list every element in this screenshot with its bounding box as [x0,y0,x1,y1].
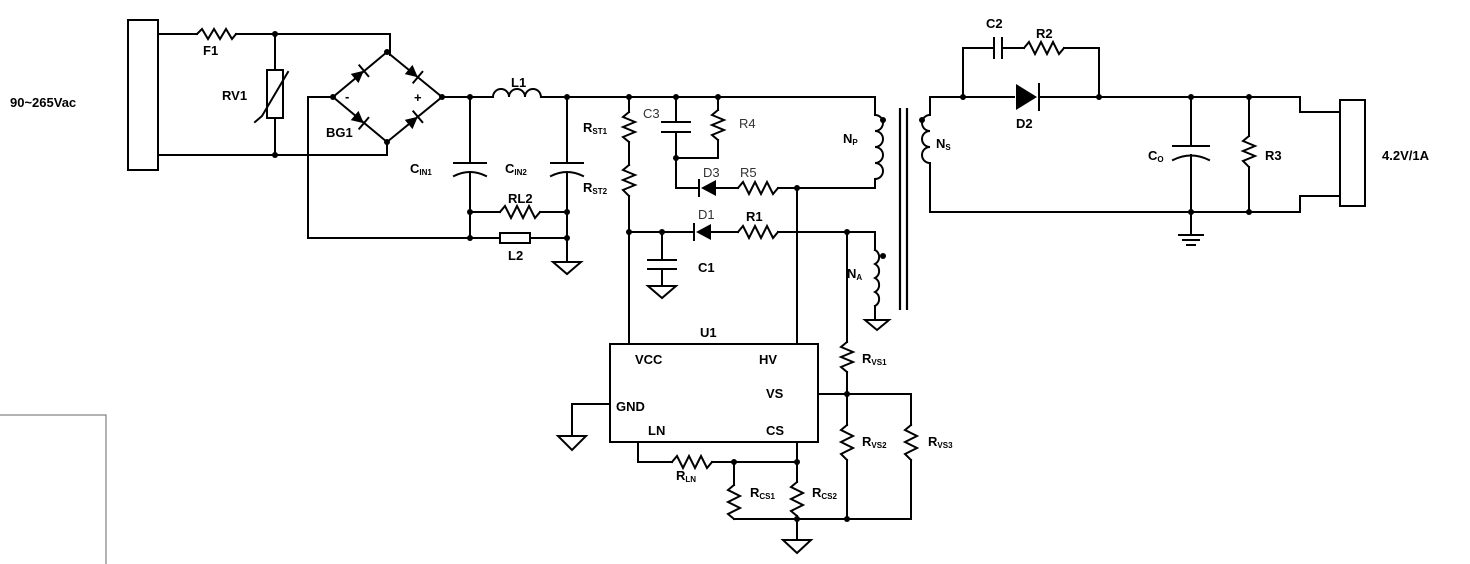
frame-fragment [0,414,107,564]
diode-d2 [960,83,1301,111]
ns-label: NS [936,136,951,152]
capacitor-cin2 [549,94,585,259]
ground-symbol-input [550,257,584,276]
np-label: NP [843,131,858,147]
c3-label: C3 [643,106,660,121]
input-voltage-label: 90~265Vac [10,95,76,110]
output-rating-label: 4.2V/1A [1382,148,1430,163]
c2-label: C2 [986,16,1003,31]
resistor-r4 [675,94,727,159]
ic-ground-connection [555,403,611,452]
cin2-label: CIN2 [505,161,527,177]
resistor-r2 [1022,39,1100,98]
fuse-f1 [195,27,391,56]
capacitor-c3 [661,94,691,189]
rcs1-label: RCS1 [750,485,776,501]
r1-label: R1 [746,209,763,224]
capacitor-c2 [962,37,1025,98]
f1-label: F1 [203,43,218,58]
r2-label: R2 [1036,26,1053,41]
pin-vs-label: VS [766,386,784,401]
rln-label: RLN [676,468,696,484]
resistor-rvs2 [838,423,856,520]
resistor-r1 [736,223,876,241]
pin-ln-label: LN [648,423,665,438]
pin-gnd-label: GND [616,399,645,414]
ground-symbol-sense [780,539,814,555]
pin-hv-label: HV [759,352,777,367]
inductor-l1 [491,88,876,99]
ground-symbol-output [1178,234,1204,246]
resistor-r5 [736,179,876,343]
transformer [862,96,932,332]
capacitor-c1 [645,229,679,300]
varistor-rv1 [253,31,290,158]
l2-label: L2 [508,248,523,263]
capacitor-co [1171,94,1211,236]
resistor-rvs1 [838,231,856,426]
rvs3-label: RVS3 [928,434,953,450]
dc-output-connector [1299,96,1366,213]
rvs1-label: RVS1 [862,351,887,367]
ac-input-connector [127,19,386,171]
rvs2-label: RVS2 [862,434,887,450]
resistor-r3 [1240,94,1258,215]
bridge-plus-label: + [414,90,422,105]
u1-label: U1 [700,325,717,340]
cin1-label: CIN1 [410,161,432,177]
rst2-label: RST2 [583,180,608,196]
resistor-rst1 [620,94,638,144]
resistor-rcs2 [788,461,806,541]
d3-label: D3 [703,165,720,180]
diode-d1 [628,223,739,241]
rv1-label: RV1 [222,88,247,103]
l1-label: L1 [511,75,526,90]
rst1-label: RST1 [583,120,608,136]
inductor-l2 [499,232,568,244]
r4-label: R4 [739,116,756,131]
co-label: CO [1148,148,1164,164]
resistor-rst2 [620,141,638,343]
d2-label: D2 [1016,116,1033,131]
resistor-rvs3 [902,393,920,520]
pin-cs-label: CS [766,423,784,438]
resistor-rl2 [469,203,568,221]
resistor-rcs1 [725,461,743,521]
bridge-minus-label: - [345,89,349,104]
r5-label: R5 [740,165,757,180]
capacitor-cin1 [452,94,488,241]
pin-vcc-label: VCC [635,352,663,367]
r3-label: R3 [1265,148,1282,163]
d1-label: D1 [698,207,715,222]
resistor-rln [637,441,800,471]
bg1-label: BG1 [326,125,353,140]
c1-label: C1 [698,260,715,275]
diode-d3 [675,179,739,197]
rl2-label: RL2 [508,191,533,206]
negative-rail [307,96,501,239]
na-label: NA [847,266,862,282]
rcs2-label: RCS2 [812,485,838,501]
